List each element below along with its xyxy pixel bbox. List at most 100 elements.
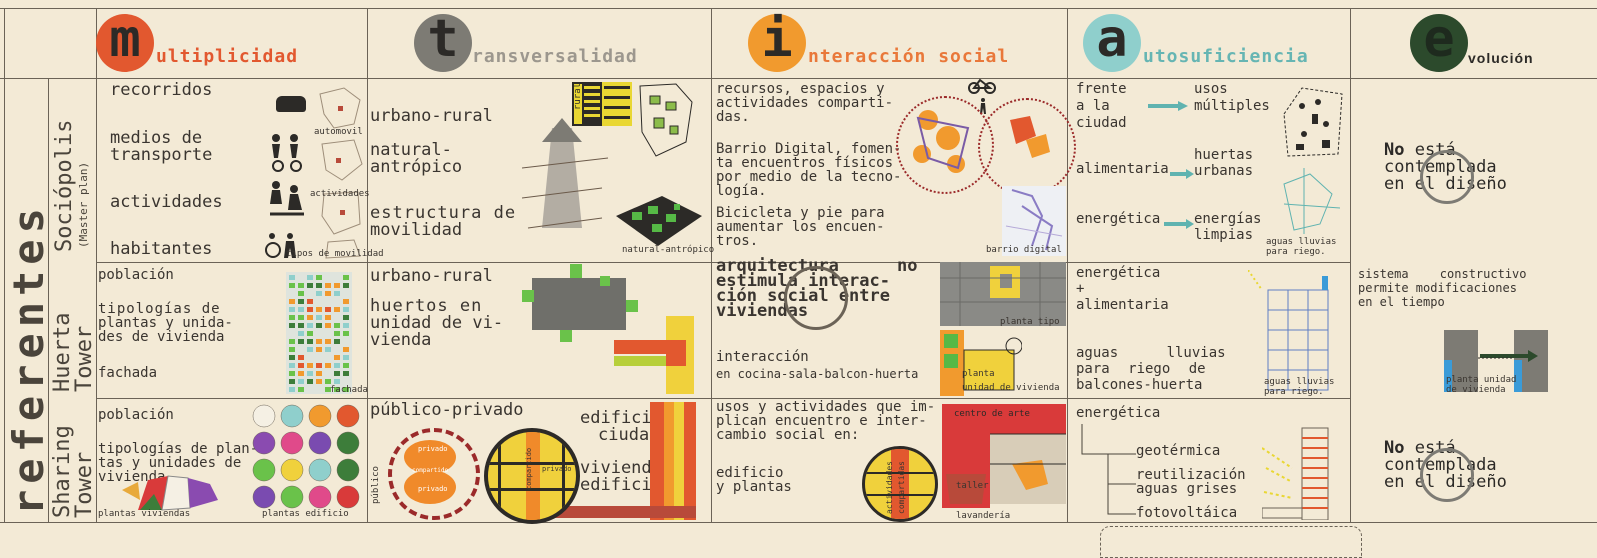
row-label-sharing: Sharing Tower: [50, 425, 97, 518]
text-habitantes: habitantes: [110, 239, 213, 259]
green-block: [560, 330, 572, 342]
unit-type-icon: [280, 404, 304, 428]
text-frente-2: a la: [1076, 98, 1110, 114]
unit-type-icon: [252, 485, 276, 509]
text-int-1: interacción: [716, 349, 809, 365]
text-p2-4: logía.: [716, 183, 767, 199]
header-letter-circle: m: [96, 9, 154, 72]
aguas-lluvias-map: [1280, 164, 1346, 242]
facade-cell: [298, 299, 304, 304]
header-title: nteracción social: [808, 46, 1010, 67]
unit-type-icon: [308, 404, 332, 428]
text-medios-2: transporte: [110, 145, 213, 165]
facade-cell: [289, 315, 295, 320]
facade-cell: [316, 283, 322, 288]
unit-type-icon: [308, 431, 332, 455]
header-letter-circle: e: [1410, 9, 1468, 72]
text-aguas-3: balcones-huerta: [1076, 377, 1203, 393]
facade-cell: [316, 339, 322, 344]
text-energias-2: limpias: [1194, 227, 1254, 243]
text-huerta-tipologias-3: des de vivienda: [98, 329, 225, 345]
facade-cell: [343, 355, 349, 360]
text-frente-3: ciudad: [1076, 115, 1127, 131]
arrow-right-icon: [1148, 96, 1188, 111]
text-reutilizacion-2: aguas grises: [1136, 481, 1238, 497]
column-divider-5: [1350, 8, 1351, 523]
column-divider-1: [96, 8, 97, 523]
label-taller: taller: [956, 481, 989, 491]
label-automovil: automovil: [314, 127, 363, 137]
column-divider-4: [1067, 8, 1068, 523]
text-alimentaria: alimentaria: [1076, 161, 1169, 177]
facade-cell: [334, 307, 340, 312]
facade-cell: [289, 339, 295, 344]
label-lavanderia: lavandería: [956, 511, 1011, 521]
text-huerta-poblacion: población: [98, 267, 174, 283]
facade-cell: [316, 315, 322, 320]
facade-cell: [325, 291, 331, 296]
text-usos-1: usos: [1194, 81, 1228, 97]
header-title: volución: [1468, 50, 1534, 66]
facade-cell: [298, 315, 304, 320]
label-rural: rural: [573, 82, 583, 110]
text-no: No: [1384, 438, 1405, 458]
text-sistema-1: sistema constructivo: [1358, 267, 1527, 281]
text-p1-1: recursos, espacios y: [716, 81, 885, 97]
facade-cell: [334, 339, 340, 344]
text-natural-2: antrópico: [370, 157, 463, 177]
facade-cell: [334, 315, 340, 320]
facade-cell: [343, 347, 349, 352]
label-para-riego: para riego.: [1266, 247, 1326, 257]
column-divider-3: [711, 8, 712, 523]
text-frente-1: frente: [1076, 81, 1127, 97]
text-huertas-1: huertas: [1194, 147, 1254, 163]
facade-cell: [343, 323, 349, 328]
text-en-alim-2: +: [1076, 281, 1085, 297]
text-en-alim-3: alimentaria: [1076, 297, 1169, 313]
unit-type-icon: [336, 458, 360, 482]
facade-cell: [289, 363, 295, 368]
evolucion-unit-diagram: [1444, 330, 1548, 392]
car-icon: [276, 96, 306, 112]
text-actividades: actividades: [110, 192, 223, 212]
text-p2-7: tros.: [716, 233, 759, 249]
text-estructura-2: movilidad: [370, 220, 463, 240]
facade-cell: [316, 371, 322, 376]
facade-cell: [325, 283, 331, 288]
facade-cell: [343, 283, 349, 288]
unit-type-icon: [252, 458, 276, 482]
text-edificio-ciudad-2: ciudad: [598, 425, 660, 445]
text-huerta-tipologias-2: plantas y unida-: [98, 315, 233, 331]
text-int-2: en cocina-sala-balcon-huerta: [716, 367, 919, 381]
column-divider-2: [367, 8, 368, 523]
sharing-tower-section: [1261, 408, 1346, 521]
text-fotovoltaica: fotovoltáica: [1136, 505, 1238, 521]
facade-cell: [325, 331, 331, 336]
text-p2-3: por medio de la tecno-: [716, 169, 902, 185]
label-plantas-edificio: plantas edificio: [262, 509, 349, 519]
label-fachada: fachada: [330, 385, 368, 395]
facade-cell: [343, 331, 349, 336]
text-en-alim-1: energética: [1076, 265, 1161, 281]
text-sharing-tipologias-2: tas y unidades de: [98, 455, 242, 471]
label-para-riego: para riego.: [1264, 387, 1324, 397]
facade-cell: [334, 347, 340, 352]
natural-antropico-map: [612, 192, 704, 250]
text-edif-1: edificio: [716, 465, 784, 481]
text-aguas-2: para riego de: [1076, 361, 1206, 377]
facade-cell: [343, 363, 349, 368]
facade-cell: [316, 347, 322, 352]
facade-cell: [325, 315, 331, 320]
facade-cell: [289, 291, 295, 296]
facade-cell: [289, 323, 295, 328]
facade-cell: [316, 379, 322, 384]
facade-cell: [289, 371, 295, 376]
facade-cell: [289, 379, 295, 384]
label-planta-tipo: planta tipo: [1000, 317, 1060, 327]
text-natural-1: natural-: [370, 140, 452, 160]
facade-cell: [343, 387, 349, 392]
huerta-facade-grid: [286, 272, 352, 394]
text-urbano-rural-1: urbano-rural: [370, 106, 493, 126]
label-compartidas: compartidas: [897, 461, 906, 514]
vivienda-edificio-circle: [484, 428, 580, 524]
